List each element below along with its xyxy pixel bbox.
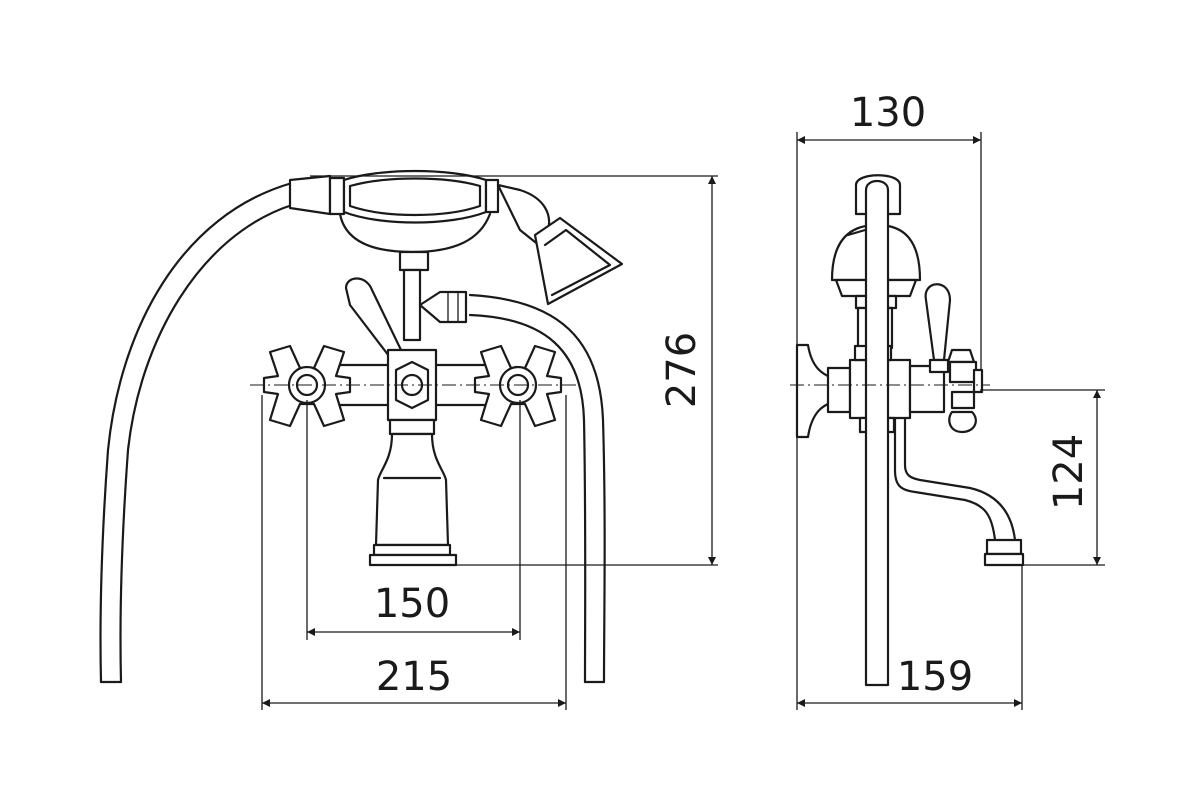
dim-height-276: 276 — [659, 332, 705, 408]
dim-spout-height-124: 124 — [1046, 434, 1092, 510]
dim-depth-130: 130 — [850, 90, 926, 136]
shower-hose — [99, 181, 294, 684]
faucet-base — [368, 418, 458, 567]
dimension-labels: 276 150 215 130 124 159 — [374, 90, 1092, 700]
dim-overall-width-215: 215 — [376, 654, 452, 700]
spout — [893, 413, 997, 542]
dim-spout-projection-159: 159 — [897, 654, 973, 700]
side-view — [790, 174, 1025, 687]
dimension-lines — [261, 132, 1105, 710]
handshower — [288, 169, 624, 306]
dim-handle-spacing-150: 150 — [374, 581, 450, 627]
lever-handle — [924, 283, 952, 362]
wall-flange — [795, 343, 834, 439]
front-view — [99, 169, 624, 684]
diverter-lever — [344, 277, 404, 362]
cold-handle — [473, 344, 563, 428]
